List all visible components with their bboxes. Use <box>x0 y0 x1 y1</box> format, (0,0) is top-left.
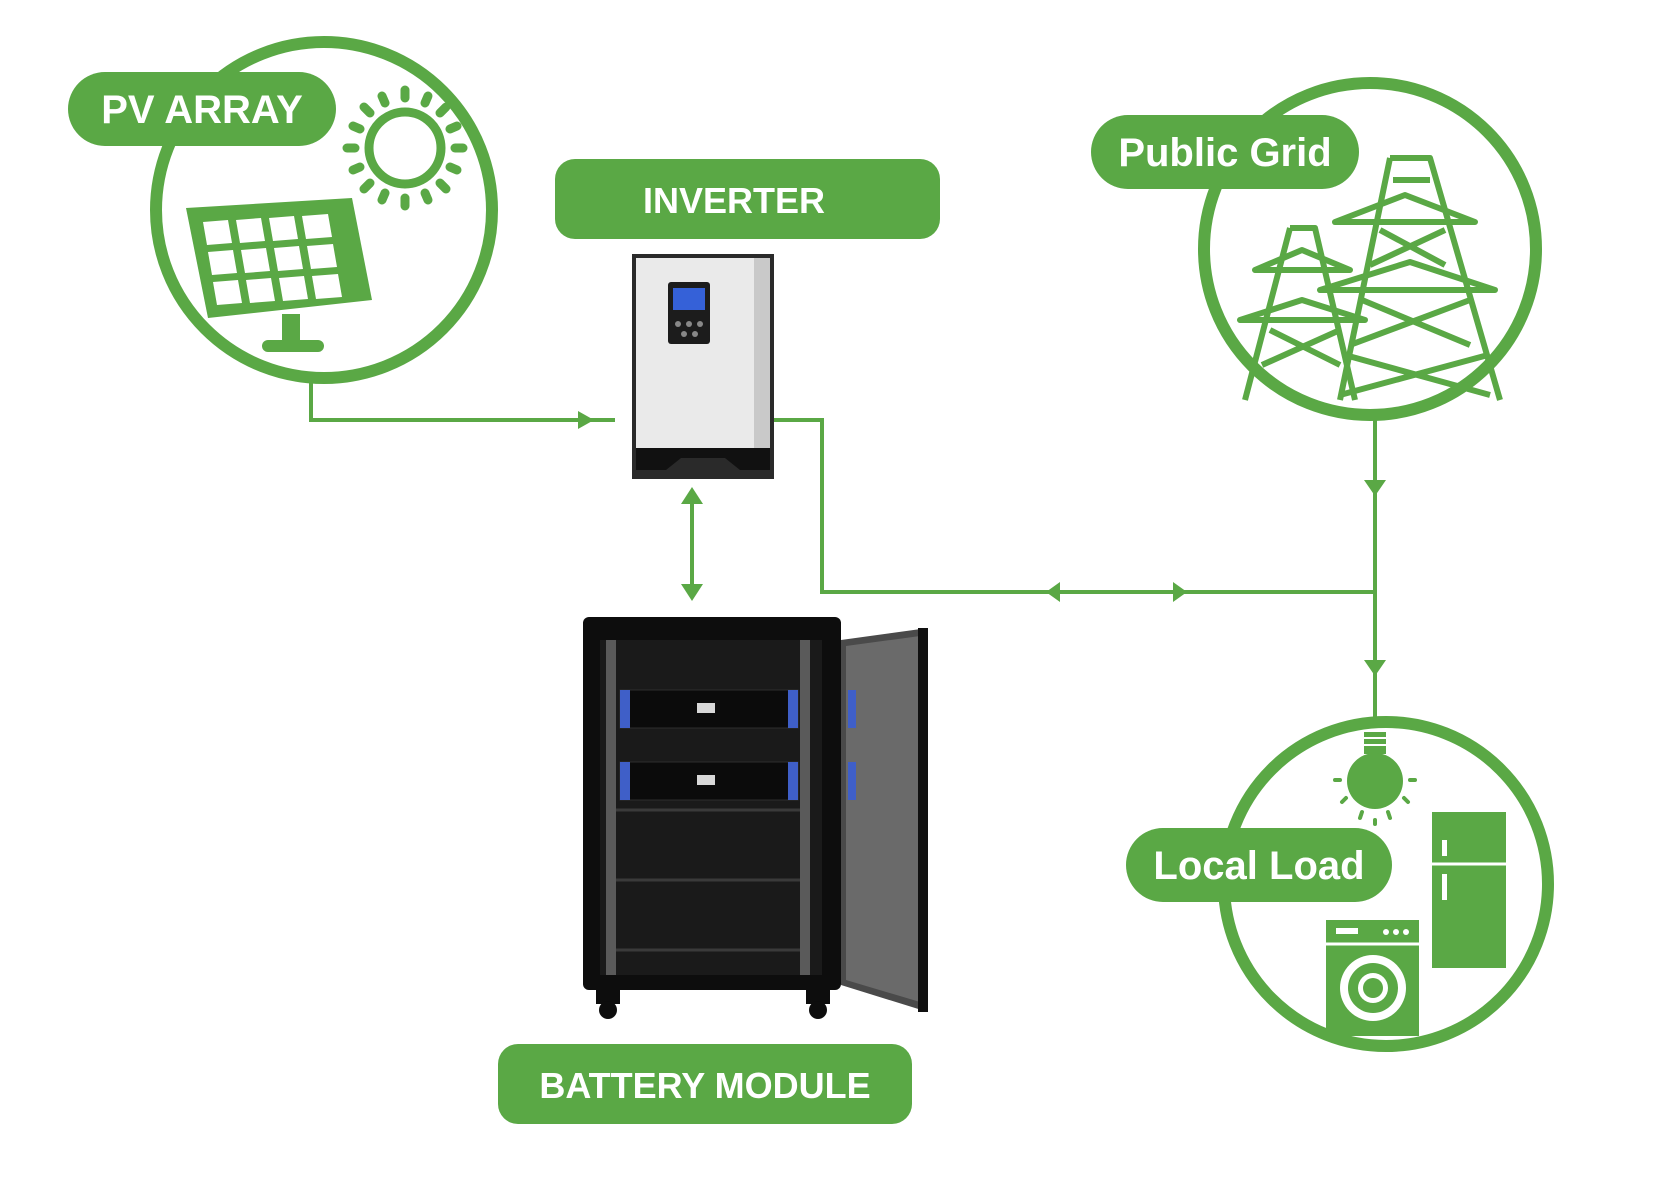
arrow-load-down <box>1364 660 1386 676</box>
arrow-bus-right <box>1173 582 1187 602</box>
inverter-label-pill <box>555 159 940 239</box>
washing-machine-icon <box>1326 920 1419 1036</box>
pv-to-inverter-line <box>309 375 615 422</box>
connection-lines <box>309 375 1377 718</box>
inverter-display <box>673 288 705 310</box>
inverter-output-line <box>770 418 1375 594</box>
arrow-pv-to-inverter <box>578 411 594 429</box>
local-load-label-pill <box>1126 828 1392 902</box>
inverter-node: INVERTER <box>555 159 940 479</box>
flow-arrows <box>578 411 1386 676</box>
inverter-label: INVERTER <box>643 180 825 221</box>
battery-module-node: BATTERY MODULE <box>498 617 928 1124</box>
public-grid-label-pill <box>1091 115 1359 189</box>
arrow-battery-down <box>681 584 703 601</box>
pv-array-label: PV ARRAY <box>101 88 303 132</box>
light-bulb-icon <box>1333 732 1417 826</box>
pv-array-circle <box>150 36 498 384</box>
local-load-node: Local Load <box>1126 716 1554 1052</box>
battery-module-label: BATTERY MODULE <box>539 1065 870 1106</box>
inverter-device <box>632 254 774 479</box>
battery-cabinet <box>583 617 928 1019</box>
pv-array-node: PV ARRAY <box>68 36 498 384</box>
sun-icon <box>342 85 468 211</box>
battery-unit-2 <box>619 761 799 801</box>
solar-panel-icon <box>186 198 372 352</box>
arrow-battery-up <box>681 487 703 504</box>
public-grid-circle <box>1198 77 1542 421</box>
battery-module-label-pill <box>498 1044 912 1124</box>
transmission-tower-icon <box>1237 155 1503 401</box>
arrow-bus-left <box>1046 582 1060 602</box>
pv-array-label-pill <box>68 72 336 146</box>
public-grid-node: Public Grid <box>1091 77 1542 421</box>
local-load-label: Local Load <box>1153 844 1364 888</box>
arrow-grid-down <box>1364 480 1386 496</box>
refrigerator-icon <box>1432 812 1506 968</box>
public-grid-label: Public Grid <box>1118 131 1331 175</box>
